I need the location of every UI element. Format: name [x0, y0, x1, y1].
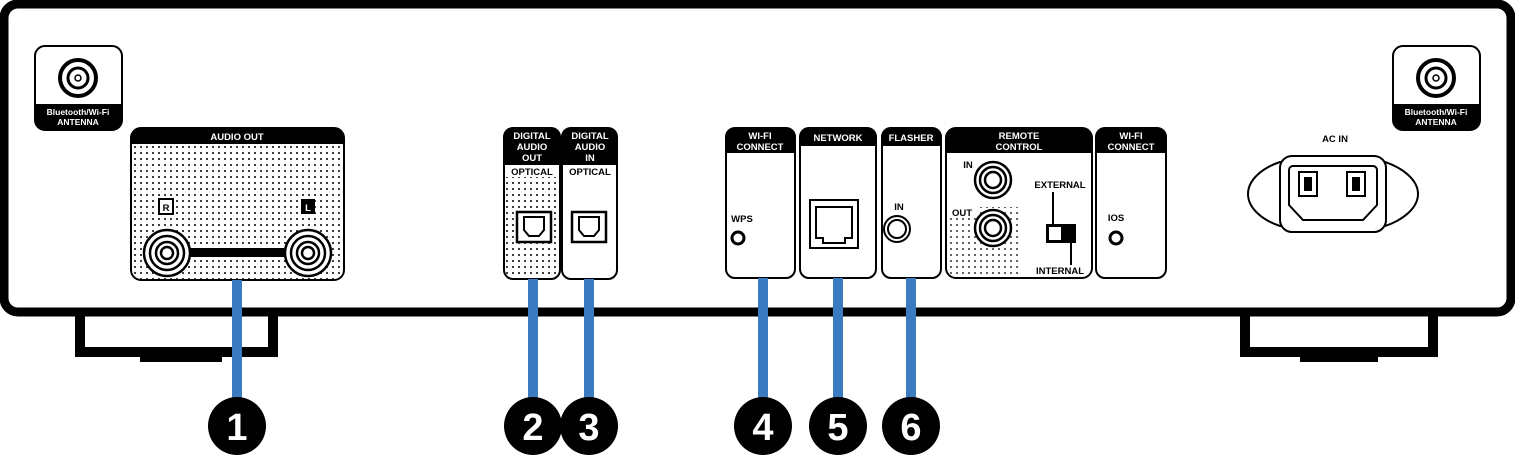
wifi-connect-wps-panel: WI-FI CONNECT WPS: [725, 127, 796, 279]
remote-out-jack[interactable]: [973, 208, 1013, 248]
wifi-connect-ios-panel: WI-FI CONNECT IOS: [1095, 127, 1167, 279]
network-title: NETWORK: [813, 133, 862, 144]
callout-number: 1: [226, 407, 247, 449]
wifi-connect-title: CONNECT: [737, 142, 784, 153]
callout-number: 2: [522, 407, 543, 449]
wps-label: WPS: [731, 214, 753, 225]
callout-line: [833, 278, 843, 400]
digital-audio-in-panel: DIGITAL AUDIO IN OPTICAL: [561, 127, 618, 280]
audio-out-panel: AUDIO OUT R L: [130, 127, 345, 281]
digital-audio-out-panel: DIGITAL AUDIO OUT OPTICAL: [503, 127, 561, 280]
rca-jack-left[interactable]: [283, 228, 333, 278]
wps-button[interactable]: [730, 230, 746, 246]
callout-number: 6: [900, 407, 921, 449]
ios-button[interactable]: [1108, 230, 1124, 246]
internal-label: INTERNAL: [1036, 266, 1084, 277]
callout-badge: [208, 397, 266, 455]
digital-out-title: AUDIO: [517, 142, 548, 153]
optical-port-out[interactable]: [515, 210, 553, 244]
antenna-label: ANTENNA: [57, 117, 99, 127]
callout-badge: [882, 397, 940, 455]
remote-control-panel: REMOTE CONTROL IN OUT EXTERNAL INTERNAL: [945, 127, 1093, 279]
remote-control-title: REMOTE: [999, 131, 1040, 142]
audio-out-title: AUDIO OUT: [210, 132, 264, 143]
rca-jack-right[interactable]: [142, 228, 192, 278]
left-channel-label: L: [305, 203, 311, 214]
antenna-label: Bluetooth/Wi-Fi: [47, 107, 110, 117]
wifi-connect-title: WI-FI: [1119, 131, 1142, 142]
callout-line: [528, 279, 538, 400]
callout-badge: [734, 397, 792, 455]
digital-in-title: AUDIO: [575, 142, 606, 153]
flasher-panel: FLASHER IN: [881, 127, 942, 279]
antenna-right: Bluetooth/Wi-Fi ANTENNA: [1392, 45, 1481, 131]
digital-in-title: IN: [585, 153, 595, 164]
flasher-in-label: IN: [894, 202, 904, 213]
callout-line: [758, 278, 768, 400]
optical-label: OPTICAL: [569, 167, 611, 178]
callout-badge: [504, 397, 562, 455]
flasher-in-jack[interactable]: [883, 215, 911, 243]
remote-in-jack[interactable]: [973, 160, 1013, 200]
callout-badge: [560, 397, 618, 455]
remote-in-label: IN: [963, 160, 973, 171]
wifi-connect-title: CONNECT: [1108, 142, 1155, 153]
antenna-connector-icon[interactable]: [58, 58, 98, 98]
external-label: EXTERNAL: [1034, 180, 1085, 191]
external-internal-switch[interactable]: [1046, 224, 1076, 243]
digital-out-title: OUT: [522, 153, 542, 164]
ethernet-port[interactable]: [809, 199, 859, 249]
antenna-label: ANTENNA: [1415, 117, 1457, 127]
callout-line: [906, 278, 916, 400]
antenna-label: Bluetooth/Wi-Fi: [1405, 107, 1468, 117]
callout-number: 5: [827, 407, 848, 449]
optical-port-in[interactable]: [570, 210, 608, 244]
remote-out-label: OUT: [952, 208, 972, 219]
ios-label: IOS: [1108, 213, 1124, 224]
callout-line: [232, 280, 242, 400]
callout-number: 4: [752, 407, 773, 449]
callout-line: [584, 279, 594, 400]
remote-control-title: CONTROL: [996, 142, 1043, 153]
ac-inlet: AC IN: [1246, 134, 1420, 233]
callout-number: 3: [578, 407, 599, 449]
flasher-title: FLASHER: [889, 133, 934, 144]
callout-badge: [809, 397, 867, 455]
antenna-left: Bluetooth/Wi-Fi ANTENNA: [34, 45, 123, 131]
ac-in-label: AC IN: [1322, 134, 1348, 145]
digital-out-title: DIGITAL: [513, 131, 550, 142]
digital-in-title: DIGITAL: [571, 131, 608, 142]
right-channel-label: R: [163, 203, 170, 214]
antenna-connector-icon[interactable]: [1416, 58, 1456, 98]
network-panel: NETWORK: [799, 127, 877, 279]
optical-label: OPTICAL: [511, 167, 553, 178]
wifi-connect-title: WI-FI: [748, 131, 771, 142]
